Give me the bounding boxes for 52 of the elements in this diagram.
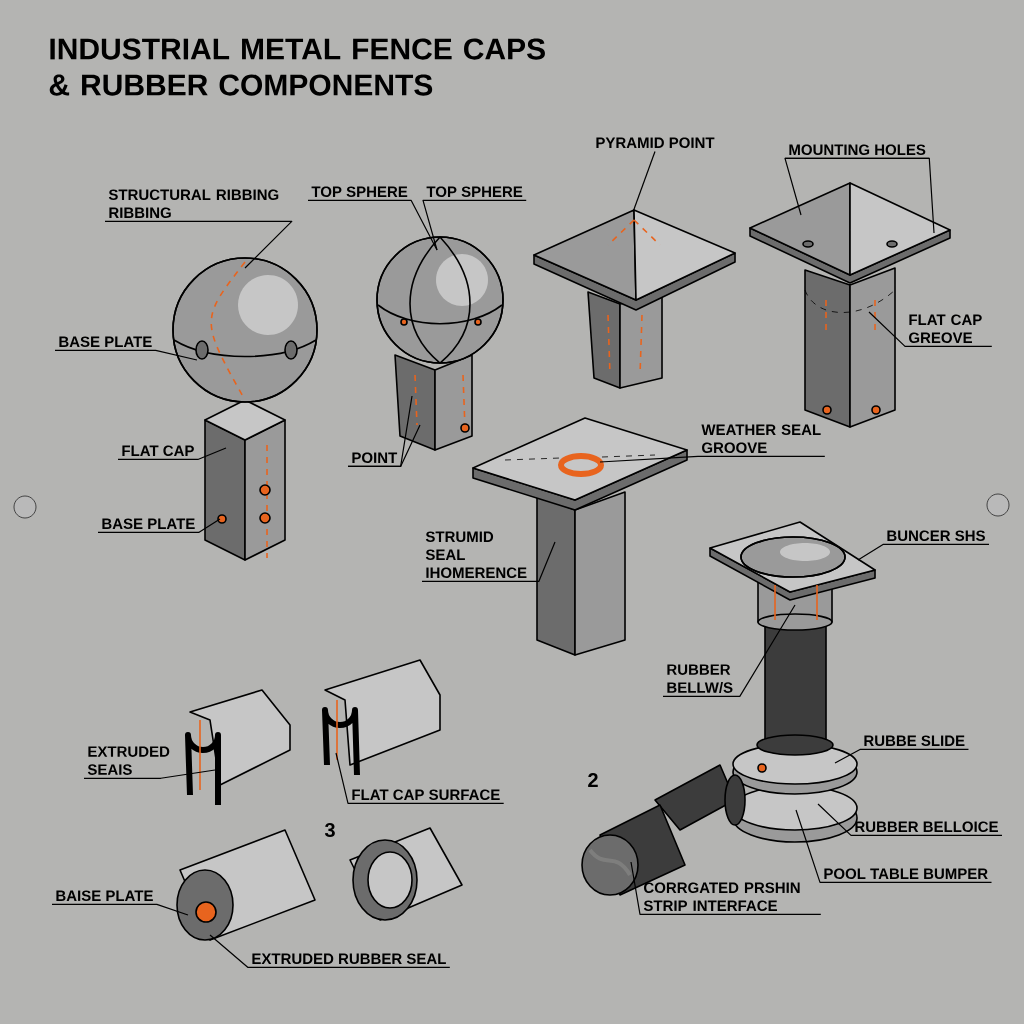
callout-label: BAISE PLATE bbox=[56, 890, 153, 902]
pyramid-cap-drawing bbox=[533, 209, 736, 389]
callout-label: TOP SPHERE bbox=[311, 186, 408, 198]
leader-line bbox=[83, 769, 216, 779]
leader-line bbox=[347, 424, 421, 468]
callout-label: PYRAMID POINT bbox=[596, 137, 715, 149]
callout-label: EXTRUDED RUBBER SEAL bbox=[252, 953, 446, 965]
callout-number: 3 bbox=[324, 822, 335, 838]
callout-label: CORRGATED PRSHIN STRIP INTERFACE bbox=[643, 882, 800, 912]
callout-label: FLAT CAP bbox=[122, 445, 194, 457]
sphere-cap-drawing bbox=[376, 236, 504, 451]
leader-line bbox=[632, 150, 656, 213]
leader-line bbox=[117, 447, 227, 461]
callout-label: STRUCTURAL RIBBING RIBBING bbox=[108, 189, 279, 219]
callout-label: STRUMID SEAL IHOMERENCE bbox=[425, 531, 527, 579]
callout-label: TOP SPHERE bbox=[426, 186, 523, 198]
leader-line bbox=[307, 199, 438, 251]
callout-label: FLAT CAP SURFACE bbox=[352, 789, 500, 801]
rubber-tube-drawing bbox=[349, 827, 463, 921]
leader-line bbox=[97, 518, 221, 534]
leader-line bbox=[857, 543, 990, 561]
leader-line bbox=[834, 748, 970, 764]
extruded-seal-drawing bbox=[322, 659, 441, 776]
callout-label: RUBBER BELLW/S bbox=[667, 664, 733, 694]
callout-label: RUBBE SLIDE bbox=[864, 735, 965, 747]
callout-label: POINT bbox=[352, 452, 398, 464]
callout-label: WEATHER SEAL GROOVE bbox=[701, 424, 821, 454]
leader-line bbox=[662, 604, 796, 698]
leader-line bbox=[422, 199, 527, 251]
leader-line bbox=[335, 752, 505, 805]
corrugated-strip-drawing bbox=[581, 764, 746, 896]
callout-label: BASE PLATE bbox=[102, 518, 195, 530]
leader-line bbox=[868, 311, 993, 348]
leader-line bbox=[795, 809, 993, 884]
rubber-tube-drawing bbox=[176, 829, 316, 941]
title: INDUSTRIAL METAL FENCE CAPS & RUBBER COMPONENTS bbox=[49, 38, 545, 96]
callout-number: 2 bbox=[588, 773, 598, 787]
leader-line bbox=[421, 541, 556, 583]
leader-line bbox=[784, 157, 935, 234]
leader-line bbox=[209, 934, 451, 969]
callout-label: EXTRUDED SEAIS bbox=[87, 746, 170, 775]
leader-line bbox=[104, 220, 293, 269]
leader-line bbox=[630, 861, 822, 916]
leader-line bbox=[599, 455, 826, 463]
callout-label: FLAT CAP GREOVE bbox=[909, 314, 982, 344]
callout-label: MOUNTING HOLES bbox=[789, 144, 926, 156]
leader-line bbox=[54, 349, 198, 361]
callout-label: BASE PLATE bbox=[59, 336, 152, 348]
callout-label: BUNCER SHS bbox=[887, 530, 985, 542]
callout-label: POOL TABLE BUMPER bbox=[824, 868, 988, 880]
leader-line bbox=[817, 803, 1003, 837]
callout-label: RUBBER BELLOICE bbox=[855, 821, 998, 833]
